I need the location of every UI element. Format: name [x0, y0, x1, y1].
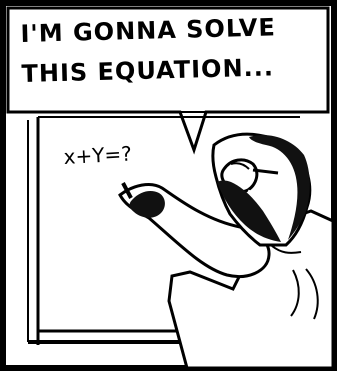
teacher-hair — [249, 135, 310, 240]
shirt-fold-2 — [305, 268, 319, 320]
glasses-rim — [230, 162, 250, 170]
caption-line-2: THIS EQUATION... — [21, 53, 275, 88]
teacher-mouth — [247, 189, 266, 196]
glasses-arm — [252, 168, 279, 175]
collar-line — [271, 245, 302, 254]
teacher-body — [167, 209, 335, 370]
board-equation: x+Y=? — [63, 141, 133, 169]
caption-line-1: I'M GONNA SOLVE — [20, 13, 277, 48]
shirt-fold — [290, 269, 300, 317]
chalk-icon — [121, 182, 133, 199]
teacher-beard — [217, 180, 281, 242]
teacher-hand — [129, 191, 165, 218]
speech-caption: I'M GONNA SOLVE THIS EQUATION... — [20, 6, 322, 94]
